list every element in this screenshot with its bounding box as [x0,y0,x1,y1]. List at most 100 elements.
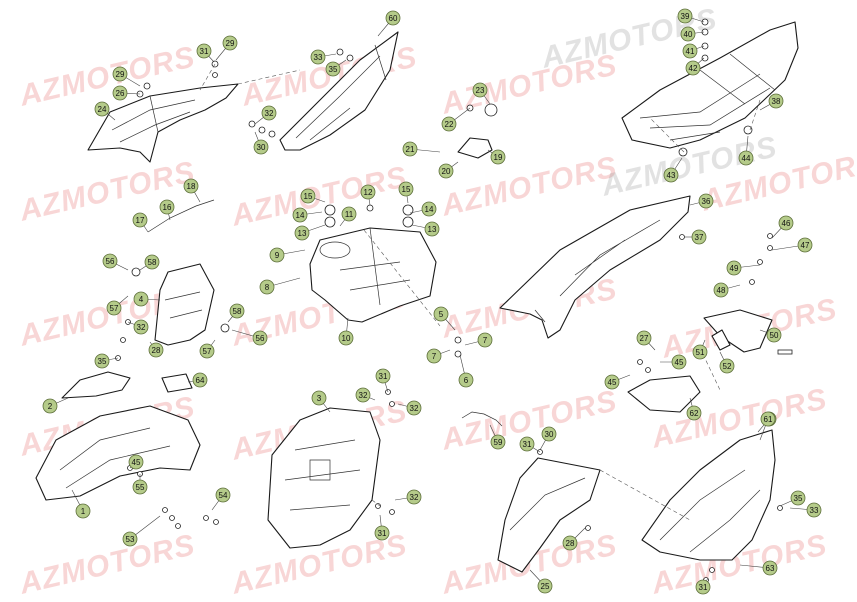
callout-badge-14: 14 [421,201,437,217]
callout-badge-5: 5 [433,306,449,322]
callout-number: 50 [770,331,779,340]
callout-badge-13: 13 [424,221,440,237]
callout-badge-22: 22 [441,116,457,132]
callout-number: 6 [464,376,469,385]
callout-number: 31 [699,583,708,592]
callout-badge-57: 57 [106,300,122,316]
callout-circle [490,149,506,165]
callout-badge-58: 58 [144,254,160,270]
callout-number: 32 [410,493,419,502]
callout-circle [341,206,357,222]
callout-number: 31 [200,47,209,56]
callout-badge-8: 8 [259,279,275,295]
callout-badge-35: 35 [94,353,110,369]
callout-number: 56 [106,257,115,266]
callout-circle [261,105,277,121]
callout-badge-31: 31 [375,368,391,384]
callout-number: 32 [359,391,368,400]
callout-badge-35: 35 [790,490,806,506]
callout-circle [133,291,149,307]
callout-number: 2 [48,402,53,411]
part-left-radiator-shroud [87,83,239,163]
callout-circle [222,35,238,51]
callout-number: 14 [296,211,305,220]
callout-number: 31 [379,372,388,381]
callout-number: 22 [445,120,454,129]
callout-number: 46 [782,219,791,228]
callout-circle [259,279,275,295]
callout-circle [698,193,714,209]
callout-circle [519,436,535,452]
callout-badge-47: 47 [797,237,813,253]
callout-badge-36: 36 [698,193,714,209]
callout-badge-28: 28 [148,342,164,358]
callout-number: 38 [772,97,781,106]
callout-badge-59: 59 [490,434,506,450]
callout-number: 52 [723,362,732,371]
callout-badge-56: 56 [252,330,268,346]
callout-number: 14 [425,205,434,214]
callout-number: 57 [110,304,119,313]
callout-badge-58: 58 [229,303,245,319]
callout-badge-41: 41 [682,43,698,59]
callout-circle [106,300,122,316]
callout-circle [695,579,711,595]
callout-badge-60: 60 [385,10,401,26]
callout-number: 62 [690,409,699,418]
callout-badge-4: 4 [133,291,149,307]
callout-number: 59 [494,438,503,447]
callout-circle [398,181,414,197]
callout-badge-28: 28 [562,535,578,551]
callout-badge-30: 30 [541,426,557,442]
callout-circle [537,578,553,594]
callout-badge-46: 46 [778,215,794,231]
callout-number: 60 [389,14,398,23]
callout-badge-32: 32 [133,319,149,335]
callout-circle [424,221,440,237]
callout-badge-63: 63 [762,560,778,576]
callout-number: 31 [523,440,532,449]
callout-badge-42: 42 [685,60,701,76]
callout-circle [402,141,418,157]
callout-circle [253,139,269,155]
callout-circle [360,184,376,200]
callout-badge-18: 18 [183,178,199,194]
callout-circle [433,306,449,322]
callout-circle [338,330,354,346]
callout-badge-33: 33 [806,502,822,518]
callout-badge-25: 25 [537,578,553,594]
callout-number: 49 [730,264,739,273]
callout-badge-16: 16 [159,199,175,215]
callout-circle [406,489,422,505]
callout-circle [183,178,199,194]
part-air-box [267,407,381,549]
part-fender-bracket [703,309,773,353]
part-seat [621,21,799,149]
callout-number: 42 [689,64,698,73]
callout-circle [215,487,231,503]
callout-circle [738,150,754,166]
callout-number: 12 [364,188,373,197]
callout-badge-3: 3 [311,390,327,406]
callout-number: 28 [566,539,575,548]
callout-badge-6: 6 [458,372,474,388]
callout-number: 45 [675,358,684,367]
callout-number: 7 [483,336,488,345]
callout-number: 29 [226,39,235,48]
callout-badge-57: 57 [199,343,215,359]
callout-number: 32 [137,323,146,332]
part-bracket [457,137,493,159]
part-rear-mudguard [627,375,701,413]
callout-circle [192,372,208,388]
callout-circle [292,207,308,223]
callout-circle [406,400,422,416]
callout-badge-10: 10 [338,330,354,346]
callout-number: 8 [265,283,270,292]
part-side-panel [499,195,691,339]
callout-circle [102,253,118,269]
callout-number: 15 [402,185,411,194]
callout-circle [94,353,110,369]
callout-badge-21: 21 [402,141,418,157]
callout-number: 32 [410,404,419,413]
callout-number: 25 [541,582,550,591]
